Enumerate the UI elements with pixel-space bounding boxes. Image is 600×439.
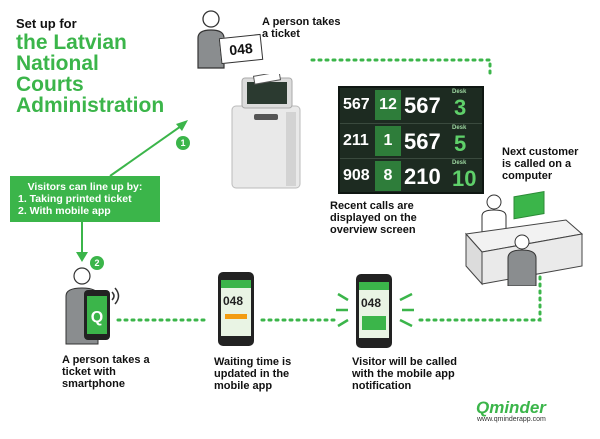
screen-row: 908 8 210 Desk 10 [340,158,482,193]
label-line: updated in the [214,368,290,380]
brand-logo: Qminder [476,398,546,417]
page-title: the Latvian National Courts Administrati… [16,32,236,116]
label-line: A person takes a [62,354,150,366]
label-line: overview screen [330,224,416,236]
step-smartphone: A person takes a ticket with smartphone [62,354,150,390]
phone-screen: 048 [359,282,389,338]
label-line: notification [352,380,412,392]
title-line: the Latvian [16,31,127,54]
arrow-head-kiosk-icon [176,120,188,131]
label-line: Recent calls are [330,200,414,212]
phone-ticket-number: 048 [361,296,382,310]
subtitle: Set up for [16,16,77,31]
title-line: Administration [16,94,165,117]
label-line: smartphone [62,378,125,390]
label-line: is called on a [502,158,572,170]
screen-desk: 1 [375,126,401,156]
phone-notification-bar [362,316,386,330]
label-line: a ticket [262,28,300,40]
label-line: mobile app [214,380,273,392]
ticket-number: 048 [218,33,264,65]
screen-ticket: 908 [343,167,370,184]
dotted-line-top [310,58,492,80]
label-line: Waiting time is [214,356,292,368]
svg-text:Q: Q [91,309,103,326]
screen-ticket: 211 [343,132,369,149]
phone-waiting: 048 [218,272,254,346]
label-line: A person takes [262,16,341,28]
phone-header-bar [359,282,389,290]
phone-screen: 048 [221,280,251,336]
screen-desk-label: Desk [452,160,467,166]
step-badge-2: 2 [90,256,104,270]
screen-ticket: 567 [404,93,441,118]
title-line: National [16,52,99,75]
label-line: computer [502,170,553,182]
screen-ticket: 210 [404,164,441,189]
phone-waiting-frame [214,268,258,350]
step-recent-calls: Recent calls are displayed on the overvi… [330,200,417,236]
screen-ticket: 567 [404,129,441,154]
step-waiting: Waiting time is updated in the mobile ap… [214,356,291,392]
screen-ticket: 567 [343,96,370,113]
phone-ticket-number: 048 [223,294,244,308]
step-badge-1: 1 [176,136,190,150]
brand-url: www.qminderapp.com [477,416,546,423]
person-ticket-icon [197,10,225,69]
vibration-icon [336,292,414,328]
phone-called: 048 [356,274,392,348]
label-line: with the mobile app [352,368,455,380]
title-line: Courts [16,73,84,96]
label-line: ticket with [62,366,116,378]
phone-time-bar [225,314,247,319]
line-up-options-box: Visitors can line up by: 1. Taking print… [10,176,160,222]
box-title: Visitors can line up by: [27,181,143,193]
screen-desk: 10 [452,166,477,191]
screen-desk-label: Desk [452,89,467,95]
ticket-kiosk-icon [231,74,301,189]
screen-desk-label: Desk [452,125,467,131]
step-take-ticket: A person takes a ticket [262,16,340,40]
phone-header-bar [221,280,251,288]
screen-row: 567 12 567 Desk 3 [340,88,482,122]
box-item: 1. Taking printed ticket [18,193,132,205]
arrow-to-kiosk [109,123,185,177]
screen-desk: 5 [454,131,467,156]
screen-row: 211 1 567 Desk 5 [340,123,482,158]
overview-screen: 567 12 567 Desk 3 211 1 567 Desk 5 908 8… [338,86,484,194]
screen-desk: 8 [375,161,401,191]
label-line: displayed on the [330,212,417,224]
step-next-customer: Next customer is called on a computer [502,146,578,182]
screen-desk: 12 [375,90,401,120]
person-smartphone-icon: Q [65,267,120,345]
arrow-head-phone-icon [76,252,88,262]
label-line: Visitor will be called [352,356,457,368]
step-called: Visitor will be called with the mobile a… [352,356,457,392]
screen-desk: 3 [454,95,467,120]
label-line: Next customer [502,146,579,158]
service-desk-icon [465,190,584,286]
box-item: 2. With mobile app [18,205,111,217]
